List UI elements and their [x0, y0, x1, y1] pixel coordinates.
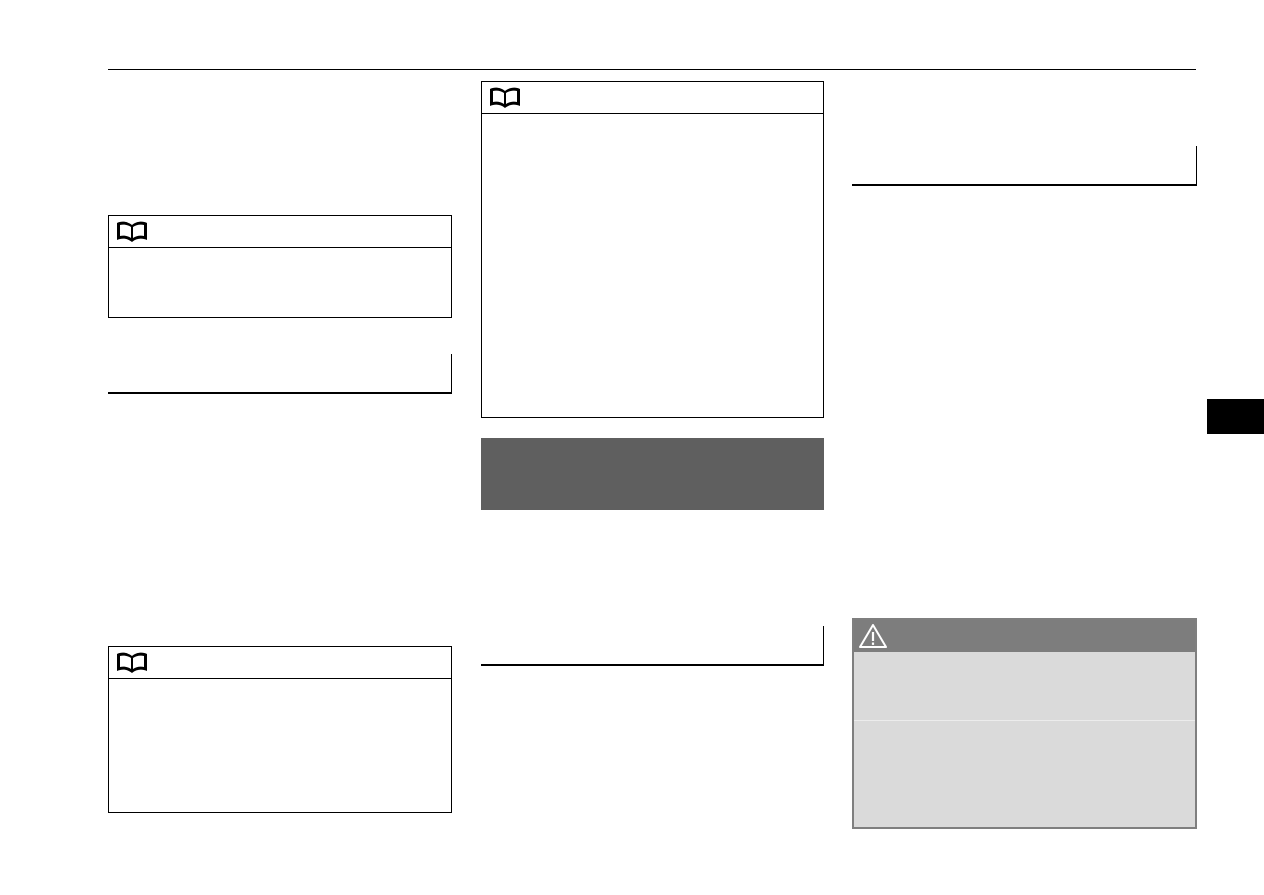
grey-heading-band	[481, 438, 824, 510]
section-heading-rule-3	[852, 146, 1197, 186]
note-box-2	[108, 646, 452, 813]
note-box-header	[482, 82, 823, 114]
note-box-header	[109, 216, 451, 248]
warning-triangle-icon	[859, 624, 887, 648]
warning-divider	[854, 720, 1195, 721]
page-top-rule	[108, 69, 1196, 70]
note-box-1	[108, 215, 452, 318]
note-box-3	[481, 81, 824, 418]
open-book-icon	[117, 652, 147, 673]
warning-box	[852, 618, 1197, 829]
section-heading-rule-1	[108, 354, 452, 394]
open-book-icon	[490, 87, 520, 108]
warning-box-header	[854, 620, 1195, 652]
open-book-icon	[117, 221, 147, 242]
note-box-header	[109, 647, 451, 679]
section-thumb-tab	[1207, 399, 1264, 434]
section-heading-rule-2	[481, 626, 824, 666]
